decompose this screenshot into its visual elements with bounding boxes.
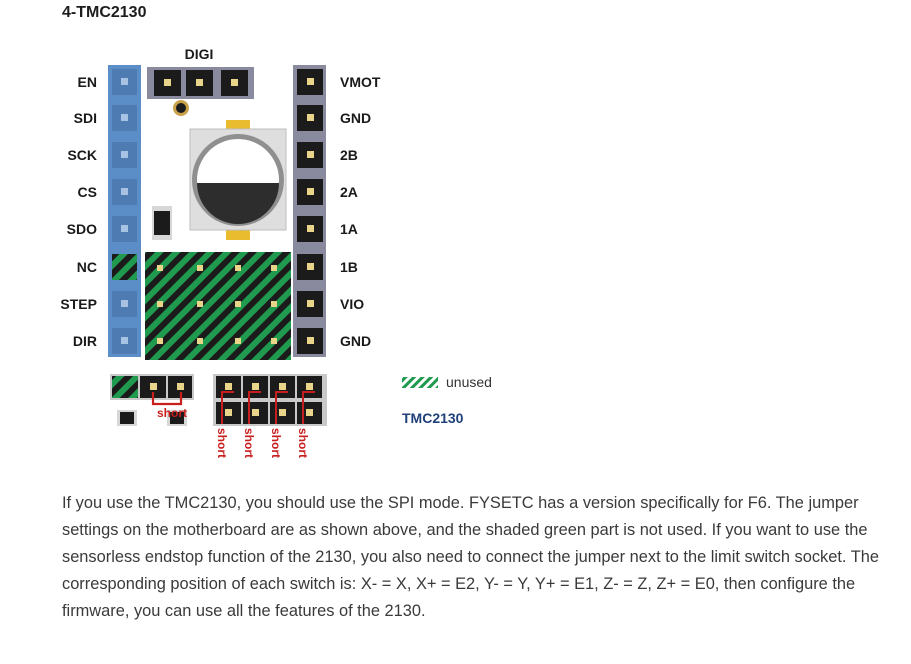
left-pin-label: SDI <box>74 110 97 126</box>
unused-swatch <box>402 377 438 388</box>
description-paragraph: If you use the TMC2130, you should use t… <box>62 494 879 620</box>
legend: unused TMC2130 <box>402 374 492 426</box>
right-pin-header <box>293 65 326 357</box>
right-pin-label: 1B <box>340 259 358 275</box>
left-pin-nc <box>112 254 137 280</box>
right-pin-label: VMOT <box>340 74 381 90</box>
jumper-group-left <box>110 374 194 426</box>
left-pin-label: DIR <box>73 333 97 349</box>
short-label-vertical: short <box>296 428 310 458</box>
right-pin-label: GND <box>340 110 371 126</box>
right-pin-label: 2B <box>340 147 358 163</box>
jumper-group-right <box>213 374 327 426</box>
left-pin-label: SDO <box>67 221 97 237</box>
legend-chip-label: TMC2130 <box>402 410 464 426</box>
legend-unused-label: unused <box>446 374 492 390</box>
left-pin-label: NC <box>77 259 97 275</box>
right-pin-label: GND <box>340 333 371 349</box>
short-label-vertical: short <box>242 428 256 458</box>
section-heading: 4-TMC2130 <box>62 4 147 21</box>
digi-label: DIGI <box>185 46 214 62</box>
short-label-vertical: short <box>269 428 283 458</box>
unused-area <box>145 252 291 360</box>
right-pin-label: 1A <box>340 221 358 237</box>
short-label-1: short <box>157 406 187 420</box>
left-pin-label: SCK <box>67 147 97 163</box>
left-pin-label: STEP <box>60 296 97 312</box>
resistor-icon <box>152 206 172 240</box>
left-pin-label: EN <box>78 74 97 90</box>
right-pin-label: VIO <box>340 296 364 312</box>
left-pin-header <box>108 65 141 357</box>
digi-header <box>147 67 254 99</box>
capacitor-icon <box>189 120 287 240</box>
short-label-vertical: short <box>215 428 229 458</box>
left-pin-label: CS <box>78 184 97 200</box>
right-pin-label: 2A <box>340 184 358 200</box>
tmc2130-jumper-diagram: DIGI EN SDI SCK CS SDO NC STEP DIR <box>60 46 492 458</box>
